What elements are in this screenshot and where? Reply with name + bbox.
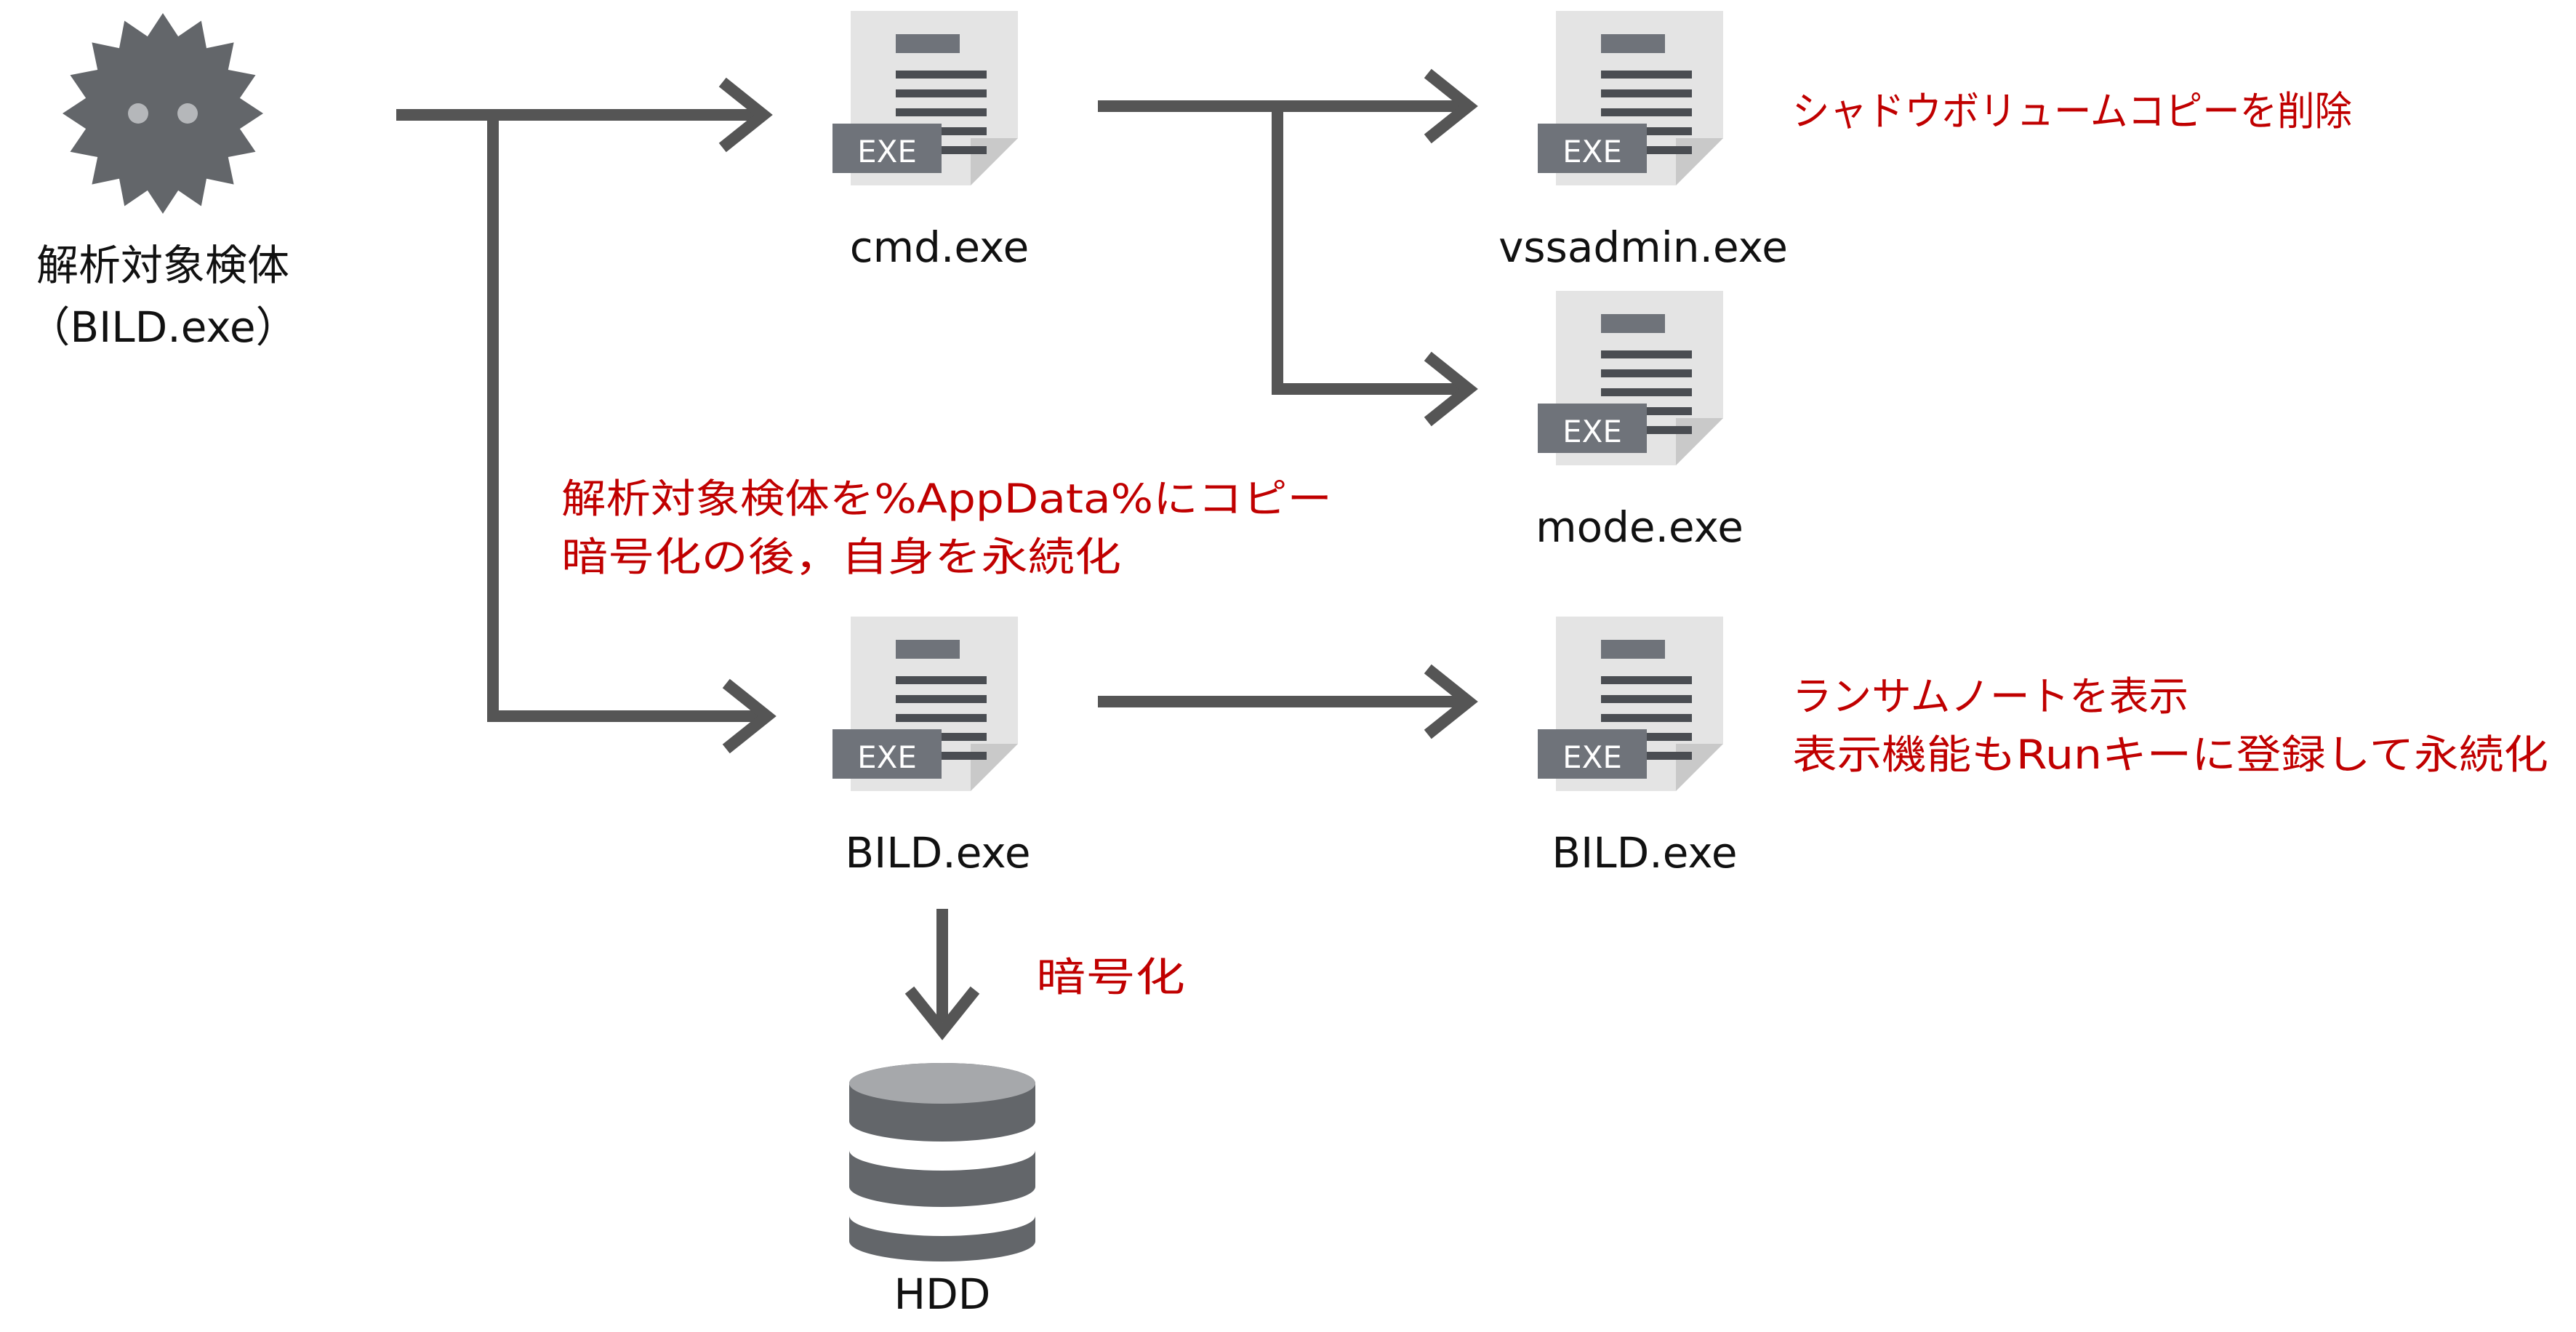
exe-badge-label: EXE — [1562, 414, 1622, 449]
connectors — [396, 100, 1461, 1022]
hdd-node: HDD — [849, 1063, 1035, 1319]
bild-child-node: EXE BILD.exe — [1538, 617, 1738, 878]
note-ransom-line1: ランサムノートを表示 — [1792, 673, 2188, 720]
cmd-label: cmd.exe — [850, 222, 1030, 272]
malware-node: 解析対象検体 （BILD.exe） — [28, 13, 298, 352]
exe-badge-label: EXE — [1562, 134, 1622, 169]
hdd-label: HDD — [894, 1269, 991, 1319]
arrowhead-hdd — [904, 986, 980, 1040]
bild-child-label: BILD.exe — [1552, 828, 1737, 878]
vssadmin-node: EXE vssadmin.exe — [1498, 11, 1788, 272]
arrowhead-bild-copy — [722, 678, 777, 754]
exe-badge-label: EXE — [1562, 739, 1622, 775]
vssadmin-label: vssadmin.exe — [1498, 222, 1788, 272]
annotations: シャドウボリュームコピーを削除 解析対象検体を%AppData%にコピー 暗号化… — [561, 88, 2548, 1000]
malware-label-line1: 解析対象検体 — [36, 241, 289, 290]
connector-malware-branch — [487, 115, 760, 722]
arrowhead-mode — [1424, 351, 1478, 427]
arrowhead-vssadmin — [1424, 68, 1478, 144]
exe-badge-label: EXE — [857, 739, 917, 775]
cmd-node: EXE cmd.exe — [832, 11, 1029, 272]
note-copy-line2: 暗号化の後，自身を永続化 — [561, 534, 1121, 580]
exe-file-icon: EXE — [832, 11, 1018, 185]
exe-file-icon: EXE — [1538, 617, 1723, 791]
note-copy-line1: 解析対象検体を%AppData%にコピー — [561, 476, 1332, 522]
bild-copy-label: BILD.exe — [845, 828, 1030, 878]
connector-cmd-branch — [1272, 106, 1461, 395]
mode-label: mode.exe — [1536, 502, 1744, 552]
exe-file-icon: EXE — [1538, 11, 1723, 185]
malware-label-line2: （BILD.exe） — [28, 302, 297, 352]
arrowhead-cmd — [718, 77, 773, 153]
exe-badge-label: EXE — [857, 134, 917, 169]
database-icon — [849, 1063, 1035, 1261]
arrowhead-bild-child — [1424, 664, 1478, 739]
arrowheads — [718, 68, 1478, 1040]
note-encrypt: 暗号化 — [1036, 954, 1185, 1000]
note-ransom-line2: 表示機能もRunキーに登録して永続化 — [1792, 731, 2548, 778]
exe-file-icon: EXE — [1538, 291, 1723, 465]
mode-node: EXE mode.exe — [1536, 291, 1744, 552]
virus-icon — [63, 13, 263, 214]
note-shadow-copy: シャドウボリュームコピーを削除 — [1792, 88, 2352, 135]
exe-file-icon: EXE — [832, 617, 1018, 791]
bild-copy-node: EXE BILD.exe — [832, 617, 1031, 878]
